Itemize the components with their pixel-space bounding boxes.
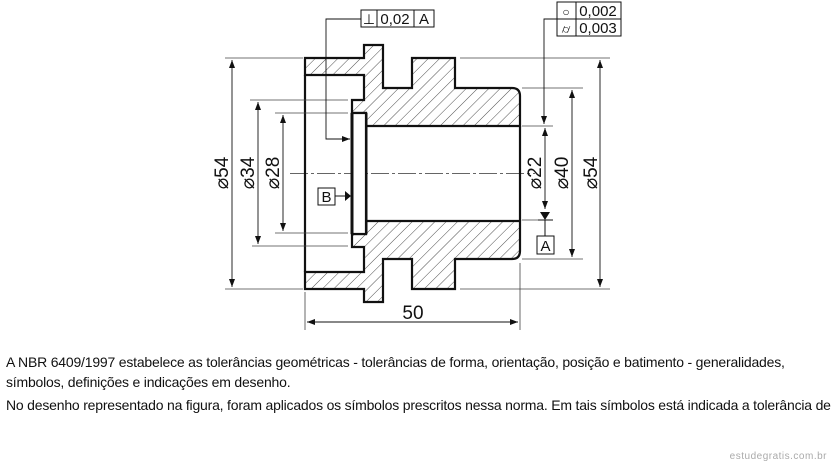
perpendicularity-value: 0,02 <box>380 11 409 28</box>
dim-left-34: ⌀34 <box>238 156 259 189</box>
dim-left-28: ⌀28 <box>263 157 284 190</box>
form-tolerance-frame: ○ 0,002 ⌭ 0,003 <box>541 1 622 124</box>
dim-right-54: ⌀54 <box>581 156 602 189</box>
datum-a: A <box>536 212 555 255</box>
part-outlines <box>303 75 522 272</box>
question-paragraph-2: No desenho representado na figura, foram… <box>6 397 831 413</box>
watermark: estudegratis.com.br <box>729 451 827 462</box>
roundness-symbol: ○ <box>562 5 569 19</box>
dim-right-40: ⌀40 <box>552 157 573 190</box>
datum-a-label: A <box>540 238 550 255</box>
section-bottom <box>303 219 522 304</box>
datum-b: B <box>317 187 351 206</box>
groove <box>350 111 368 236</box>
part-section <box>303 43 522 304</box>
question-paragraph-1: A NBR 6409/1997 estabelece as tolerância… <box>6 354 785 390</box>
cylindricity-symbol: ⌭ <box>562 22 571 36</box>
technical-drawing: ⌀54 ⌀34 ⌀28 ⌀22 ⌀40 ⌀54 50 ⊥ 0,02 A ○ 0,… <box>212 1 622 330</box>
roundness-value: 0,002 <box>579 3 617 20</box>
cylindricity-value: 0,003 <box>579 20 617 37</box>
dim-right-22: ⌀22 <box>525 157 546 190</box>
perpendicularity-symbol: ⊥ <box>363 11 375 27</box>
dimension-lines <box>229 60 603 325</box>
perpendicularity-datum: A <box>419 11 429 28</box>
datum-b-label: B <box>321 189 331 206</box>
dim-left-54: ⌀54 <box>212 156 233 189</box>
dim-length-50: 50 <box>402 303 423 324</box>
perpendicularity-frame: ⊥ 0,02 A <box>325 9 435 142</box>
section-top <box>303 43 522 128</box>
